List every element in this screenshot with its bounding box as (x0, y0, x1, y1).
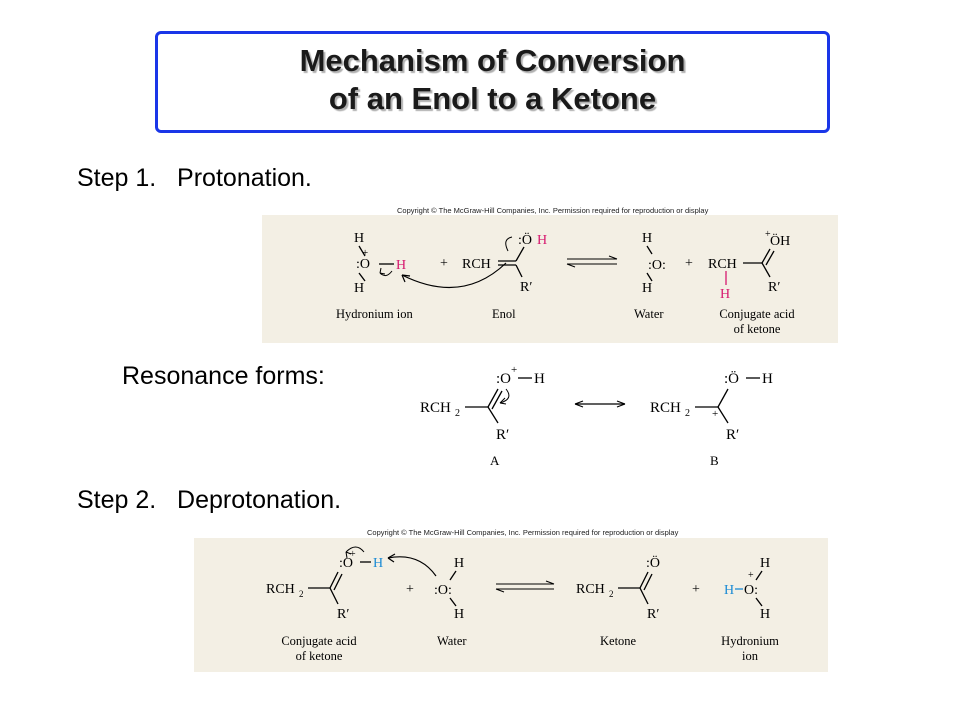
label-b: B (710, 453, 719, 468)
label-enol: Enol (492, 307, 516, 321)
resonance-diagram: RCH 2 :O + H R′ A RCH 2 + :Ö H R′ B (420, 364, 773, 468)
enol-structure: RCH :Ö H R′ (462, 231, 547, 295)
step2-diagram: RCH 2 :O + H R′ + H :O: H (266, 546, 770, 622)
plus-sign: + (692, 582, 700, 597)
label-water: Water (634, 307, 664, 321)
svg-text:R′: R′ (337, 607, 349, 622)
step1-diagram: H + :O H H + RCH :Ö H R′ (354, 229, 790, 302)
svg-text:H: H (537, 233, 547, 248)
title-line-1: Mechanism of Conversion (299, 43, 686, 78)
step2-copyright: Copyright © The McGraw-Hill Companies, I… (367, 528, 679, 537)
equilibrium-arrow (495, 580, 555, 593)
svg-text:ÖH: ÖH (770, 232, 790, 249)
label-hydronium-line1: Hydronium (721, 634, 779, 648)
label-ketone: Ketone (600, 634, 637, 648)
svg-text:2: 2 (299, 589, 304, 599)
svg-text:R′: R′ (726, 427, 739, 443)
water-structure: H :O: H (434, 556, 464, 622)
svg-text:H: H (396, 258, 406, 273)
resonance-form-a: RCH 2 :O + H R′ (420, 364, 545, 443)
svg-text:H: H (760, 556, 770, 571)
step2-heading: Step 2. Deprotonation. (77, 486, 342, 514)
svg-text:R′: R′ (520, 280, 532, 295)
resonance-heading: Resonance forms: (122, 362, 325, 390)
svg-text:H: H (642, 231, 652, 246)
svg-text:RCH: RCH (266, 582, 295, 597)
svg-text:2: 2 (455, 408, 460, 419)
svg-text:RCH: RCH (420, 400, 451, 416)
svg-text:R′: R′ (768, 280, 780, 295)
svg-text::Ö: :Ö (646, 554, 660, 571)
svg-text::O:: :O: (434, 583, 452, 598)
step2-panel: RCH 2 :O + H R′ + H :O: H (194, 538, 828, 672)
svg-text:H: H (642, 281, 652, 296)
svg-text:+: + (362, 247, 368, 259)
svg-text:H: H (720, 287, 730, 302)
svg-text:H: H (454, 556, 464, 571)
label-hydronium-ion: Hydronium ion (710, 634, 790, 664)
equilibrium-arrow (566, 255, 618, 268)
curved-arrow (401, 262, 507, 288)
label-hydronium-line2: ion (742, 649, 758, 663)
svg-text::O: :O (339, 556, 353, 571)
svg-text:2: 2 (685, 408, 690, 419)
label-conjugate-acid: Conjugate acid of ketone (702, 307, 812, 337)
svg-text:+: + (765, 229, 771, 240)
svg-text::Ö: :Ö (518, 231, 532, 248)
svg-text:H: H (724, 583, 734, 598)
label-conjugate-acid-line2: of ketone (733, 322, 781, 336)
label-a: A (490, 453, 500, 468)
step1-panel: H + :O H H + RCH :Ö H R′ (262, 215, 838, 343)
conjugate-acid-structure: RCH 2 :O + H R′ (266, 546, 383, 622)
svg-text:R′: R′ (647, 607, 659, 622)
step1-heading: Step 1. Protonation. (77, 164, 312, 192)
svg-text:RCH: RCH (650, 400, 681, 416)
svg-text:R′: R′ (496, 427, 509, 443)
svg-text:RCH: RCH (576, 582, 605, 597)
svg-text:H: H (354, 231, 364, 246)
label-conjugate-acid-line2: of ketone (295, 649, 343, 663)
curved-arrow (387, 556, 437, 577)
svg-text:H: H (373, 556, 383, 571)
svg-text::O: :O (356, 257, 370, 272)
svg-text:O:: O: (744, 583, 758, 598)
plus-sign: + (685, 256, 693, 271)
svg-text:H: H (354, 281, 364, 296)
hydronium-structure: H H + O: H (724, 556, 770, 622)
ketone-structure: RCH 2 :Ö R′ (576, 554, 660, 622)
svg-text:RCH: RCH (708, 257, 737, 272)
conjugate-acid-structure: RCH H + ÖH R′ (708, 229, 790, 302)
svg-text::Ö: :Ö (724, 370, 739, 387)
plus-sign: + (440, 256, 448, 271)
water-structure: H :O: H (642, 231, 666, 296)
svg-text:RCH: RCH (462, 257, 491, 272)
label-conjugate-acid-line1: Conjugate acid (719, 307, 795, 321)
svg-text:+: + (350, 549, 356, 560)
svg-text::O:: :O: (648, 258, 666, 273)
label-conjugate-acid: Conjugate acid of ketone (264, 634, 374, 664)
step1-copyright: Copyright © The McGraw-Hill Companies, I… (397, 206, 709, 215)
title-line-2: of an Enol to a Ketone (328, 81, 657, 116)
svg-text:+: + (712, 408, 718, 420)
svg-text::O: :O (496, 371, 511, 387)
svg-text:H: H (534, 371, 545, 387)
svg-text:H: H (760, 607, 770, 622)
hydronium-structure: H + :O H H (354, 231, 406, 296)
svg-text:2: 2 (609, 589, 614, 599)
svg-text:+: + (511, 364, 517, 376)
label-water: Water (437, 634, 467, 648)
svg-text:H: H (762, 371, 773, 387)
resonance-arrow (574, 400, 626, 408)
plus-sign: + (406, 582, 414, 597)
resonance-form-b: RCH 2 + :Ö H R′ (650, 370, 773, 443)
svg-text:H: H (454, 607, 464, 622)
label-hydronium-ion: Hydronium ion (336, 307, 413, 321)
title-box: Mechanism of Conversion of an Enol to a … (155, 31, 830, 133)
svg-text:+: + (748, 570, 754, 581)
label-conjugate-acid-line1: Conjugate acid (281, 634, 357, 648)
